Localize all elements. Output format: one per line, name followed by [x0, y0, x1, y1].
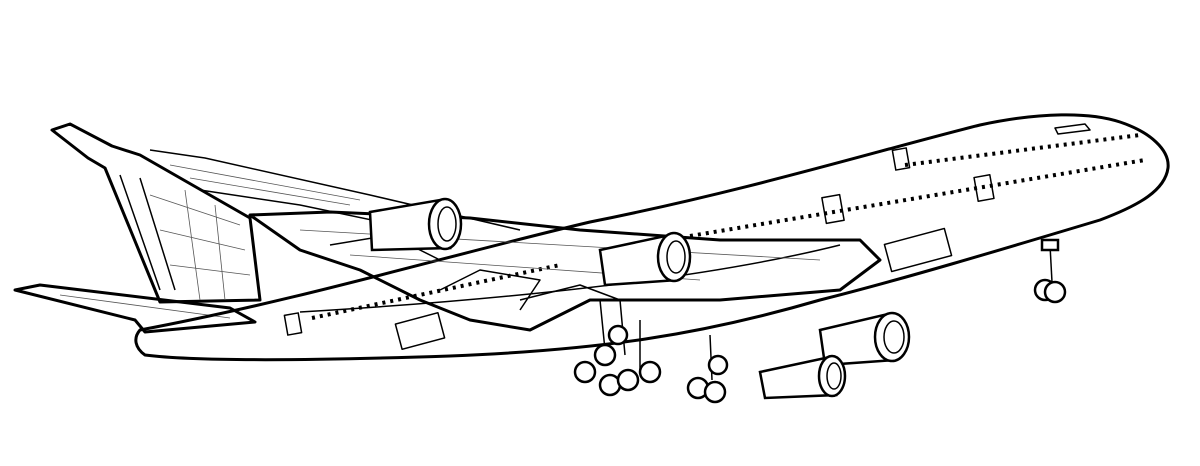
cockpit-windows	[1054, 123, 1091, 135]
cargo-door	[883, 227, 953, 273]
tail-fin	[50, 122, 262, 304]
door	[891, 147, 911, 171]
engines	[368, 197, 911, 400]
cargo-door	[394, 311, 446, 351]
door	[821, 193, 845, 225]
main-landing-gear	[573, 299, 729, 404]
engine-3	[818, 311, 911, 367]
door	[283, 312, 303, 336]
engine-4	[758, 354, 847, 400]
engine-1	[368, 197, 463, 252]
window-row-main	[689, 158, 1146, 238]
nose-landing-gear	[1033, 238, 1067, 304]
horizontal-stabilizer	[13, 283, 257, 334]
window-row-upper	[904, 133, 1141, 167]
engine-2	[598, 231, 692, 287]
window-row-lower	[311, 263, 561, 320]
fuselage	[134, 113, 1170, 362]
door	[973, 174, 995, 202]
